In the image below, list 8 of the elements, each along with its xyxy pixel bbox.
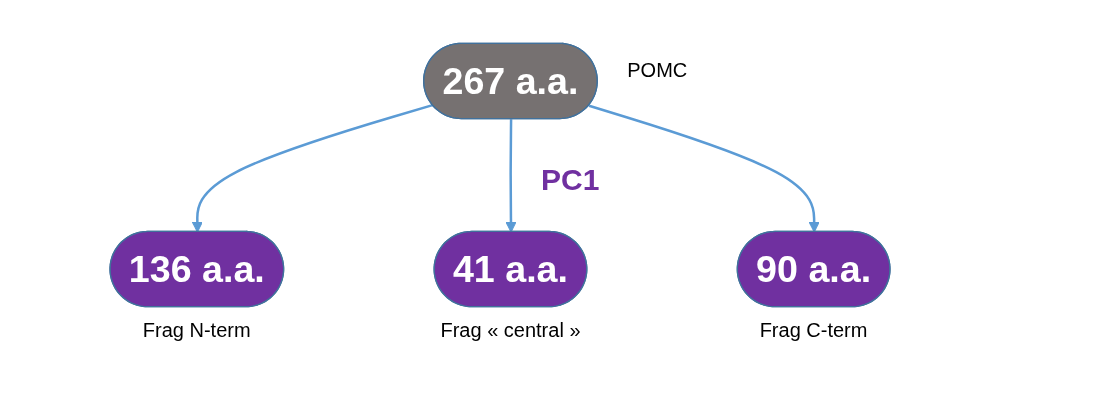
node-caption: POMC	[627, 58, 688, 82]
arrow	[588, 104, 820, 233]
node-caption: Frag C-term	[759, 318, 868, 342]
node-caption: Frag « central »	[440, 318, 581, 342]
enzyme-label: PC1	[541, 163, 600, 198]
arrow	[191, 103, 433, 233]
arrow	[505, 119, 517, 233]
node-caption: Frag N-term	[142, 318, 251, 342]
